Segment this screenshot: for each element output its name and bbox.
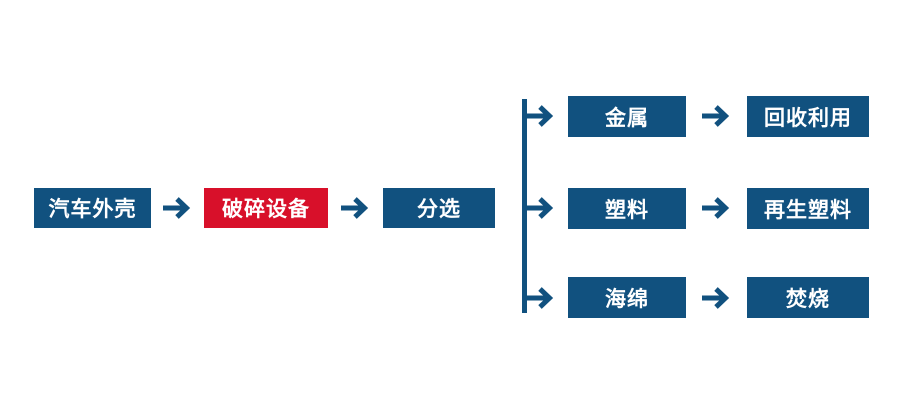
node-recycled-plastic-label: 再生塑料: [764, 197, 852, 222]
arrow-right-icon: [699, 285, 733, 311]
arrow-right-icon: [523, 103, 557, 129]
node-incineration-label: 焚烧: [786, 286, 830, 311]
node-sponge-label: 海绵: [605, 286, 649, 311]
node-sorting: 分选: [383, 188, 495, 228]
node-sorting-label: 分选: [417, 197, 461, 221]
node-recycling-label: 回收利用: [764, 105, 852, 130]
branch-line: [522, 99, 527, 313]
arrow-right-icon: [523, 285, 557, 311]
node-recycling: 回收利用: [747, 96, 869, 137]
node-sponge: 海绵: [568, 277, 686, 318]
node-metal: 金属: [568, 96, 686, 137]
arrow-right-icon: [699, 195, 733, 221]
node-crusher: 破碎设备: [204, 188, 328, 228]
node-incineration: 焚烧: [747, 277, 869, 318]
arrow-right-icon: [523, 195, 557, 221]
node-metal-label: 金属: [605, 105, 649, 130]
arrow-right-icon: [160, 195, 194, 221]
node-crusher-label: 破碎设备: [222, 197, 310, 221]
node-car-shell-label: 汽车外壳: [48, 197, 137, 221]
arrow-right-icon: [338, 195, 372, 221]
node-car-shell: 汽车外壳: [34, 188, 151, 228]
arrow-right-icon: [699, 103, 733, 129]
node-plastic: 塑料: [568, 188, 686, 229]
node-recycled-plastic: 再生塑料: [747, 188, 869, 229]
node-plastic-label: 塑料: [605, 197, 649, 222]
